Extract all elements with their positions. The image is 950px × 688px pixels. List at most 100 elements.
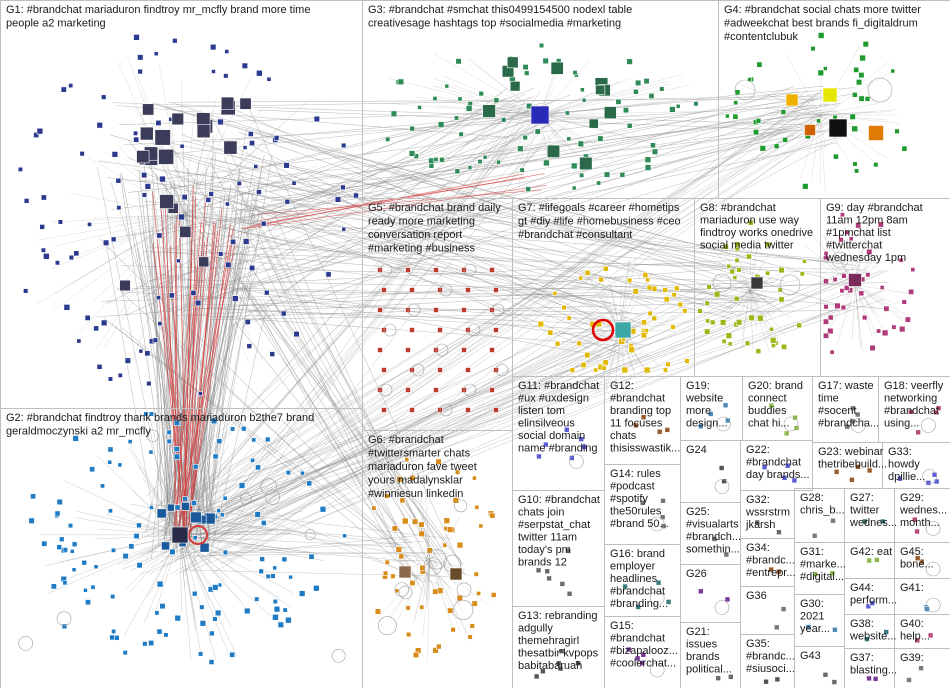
node bbox=[107, 459, 113, 465]
edge bbox=[238, 131, 764, 314]
node bbox=[840, 304, 847, 311]
node bbox=[277, 621, 284, 628]
edge bbox=[819, 102, 880, 116]
edge bbox=[763, 111, 821, 116]
edge bbox=[422, 559, 431, 638]
edge bbox=[98, 528, 181, 536]
group-label-line: G45: bbox=[900, 546, 924, 558]
node bbox=[144, 350, 151, 357]
node bbox=[698, 588, 704, 595]
node bbox=[918, 558, 925, 565]
group-label-line: #brandch... bbox=[686, 531, 741, 543]
node bbox=[28, 517, 35, 524]
node bbox=[306, 480, 313, 487]
group-label-line: 11 focuses bbox=[610, 418, 663, 430]
edge bbox=[221, 85, 795, 295]
node bbox=[432, 96, 438, 101]
edge bbox=[177, 332, 648, 502]
node bbox=[211, 69, 216, 74]
node bbox=[461, 307, 467, 313]
node bbox=[260, 520, 267, 526]
node bbox=[663, 296, 670, 303]
node bbox=[222, 495, 228, 501]
edge bbox=[184, 165, 318, 216]
node bbox=[173, 446, 180, 453]
node-avatar bbox=[159, 194, 174, 209]
edge bbox=[411, 114, 541, 132]
node bbox=[284, 198, 291, 205]
node bbox=[566, 315, 572, 321]
node bbox=[660, 498, 666, 504]
node bbox=[496, 159, 501, 165]
node bbox=[542, 57, 549, 65]
edge bbox=[137, 247, 176, 525]
edge bbox=[171, 281, 752, 561]
node bbox=[216, 438, 223, 445]
edge bbox=[854, 284, 861, 348]
group-label-line: help... bbox=[900, 631, 930, 643]
node bbox=[906, 677, 912, 683]
node bbox=[829, 349, 835, 355]
edge bbox=[539, 114, 602, 149]
node-avatar bbox=[868, 125, 884, 141]
edge bbox=[147, 411, 181, 536]
node bbox=[285, 470, 291, 476]
node bbox=[534, 128, 541, 135]
node bbox=[405, 631, 412, 638]
edge bbox=[269, 297, 464, 565]
node bbox=[865, 603, 872, 610]
edge bbox=[539, 83, 670, 116]
node-self-loop bbox=[649, 516, 665, 532]
edge bbox=[200, 90, 822, 528]
node bbox=[69, 548, 75, 554]
node bbox=[210, 417, 218, 425]
node bbox=[931, 471, 938, 478]
node bbox=[581, 444, 588, 450]
edge-highlight bbox=[189, 221, 215, 527]
node bbox=[580, 362, 587, 368]
node bbox=[272, 565, 278, 571]
edge bbox=[819, 114, 827, 151]
node bbox=[61, 623, 68, 630]
edge bbox=[207, 287, 251, 513]
edge bbox=[463, 111, 541, 116]
node bbox=[255, 464, 261, 471]
node bbox=[802, 259, 807, 264]
group-label-line: thesatbir kvpops bbox=[518, 648, 599, 660]
node bbox=[340, 184, 346, 191]
edge bbox=[387, 103, 541, 116]
group-label-line: brands bbox=[686, 651, 720, 663]
node bbox=[181, 194, 188, 201]
edge bbox=[184, 214, 285, 229]
node bbox=[773, 143, 780, 149]
node bbox=[729, 268, 736, 275]
node bbox=[719, 319, 727, 326]
edge-highlight bbox=[157, 243, 188, 524]
group-label-line: #marketing #business bbox=[368, 243, 476, 255]
edge bbox=[749, 289, 791, 319]
group-label-line: #brand 50... bbox=[610, 518, 669, 530]
group-label-line: dpillie... bbox=[888, 471, 925, 483]
node bbox=[543, 159, 550, 167]
node bbox=[776, 568, 782, 575]
edge bbox=[749, 289, 758, 328]
edge bbox=[811, 114, 821, 179]
node bbox=[115, 177, 122, 184]
node-self-loop bbox=[331, 648, 346, 663]
node-self-loop bbox=[925, 561, 941, 577]
group-label-line: G25: bbox=[686, 506, 710, 518]
group-label-line: G18: veerfly bbox=[884, 380, 944, 392]
group-label-line: #brandchat bbox=[884, 405, 939, 417]
node bbox=[811, 532, 818, 539]
edge bbox=[738, 289, 751, 323]
node bbox=[251, 437, 257, 443]
node bbox=[107, 376, 114, 382]
node-self-loop bbox=[383, 323, 397, 337]
group-label-line: branding top bbox=[610, 405, 671, 417]
edge bbox=[184, 214, 217, 372]
node bbox=[127, 439, 133, 444]
node-avatar bbox=[822, 87, 838, 103]
edge bbox=[183, 269, 206, 519]
